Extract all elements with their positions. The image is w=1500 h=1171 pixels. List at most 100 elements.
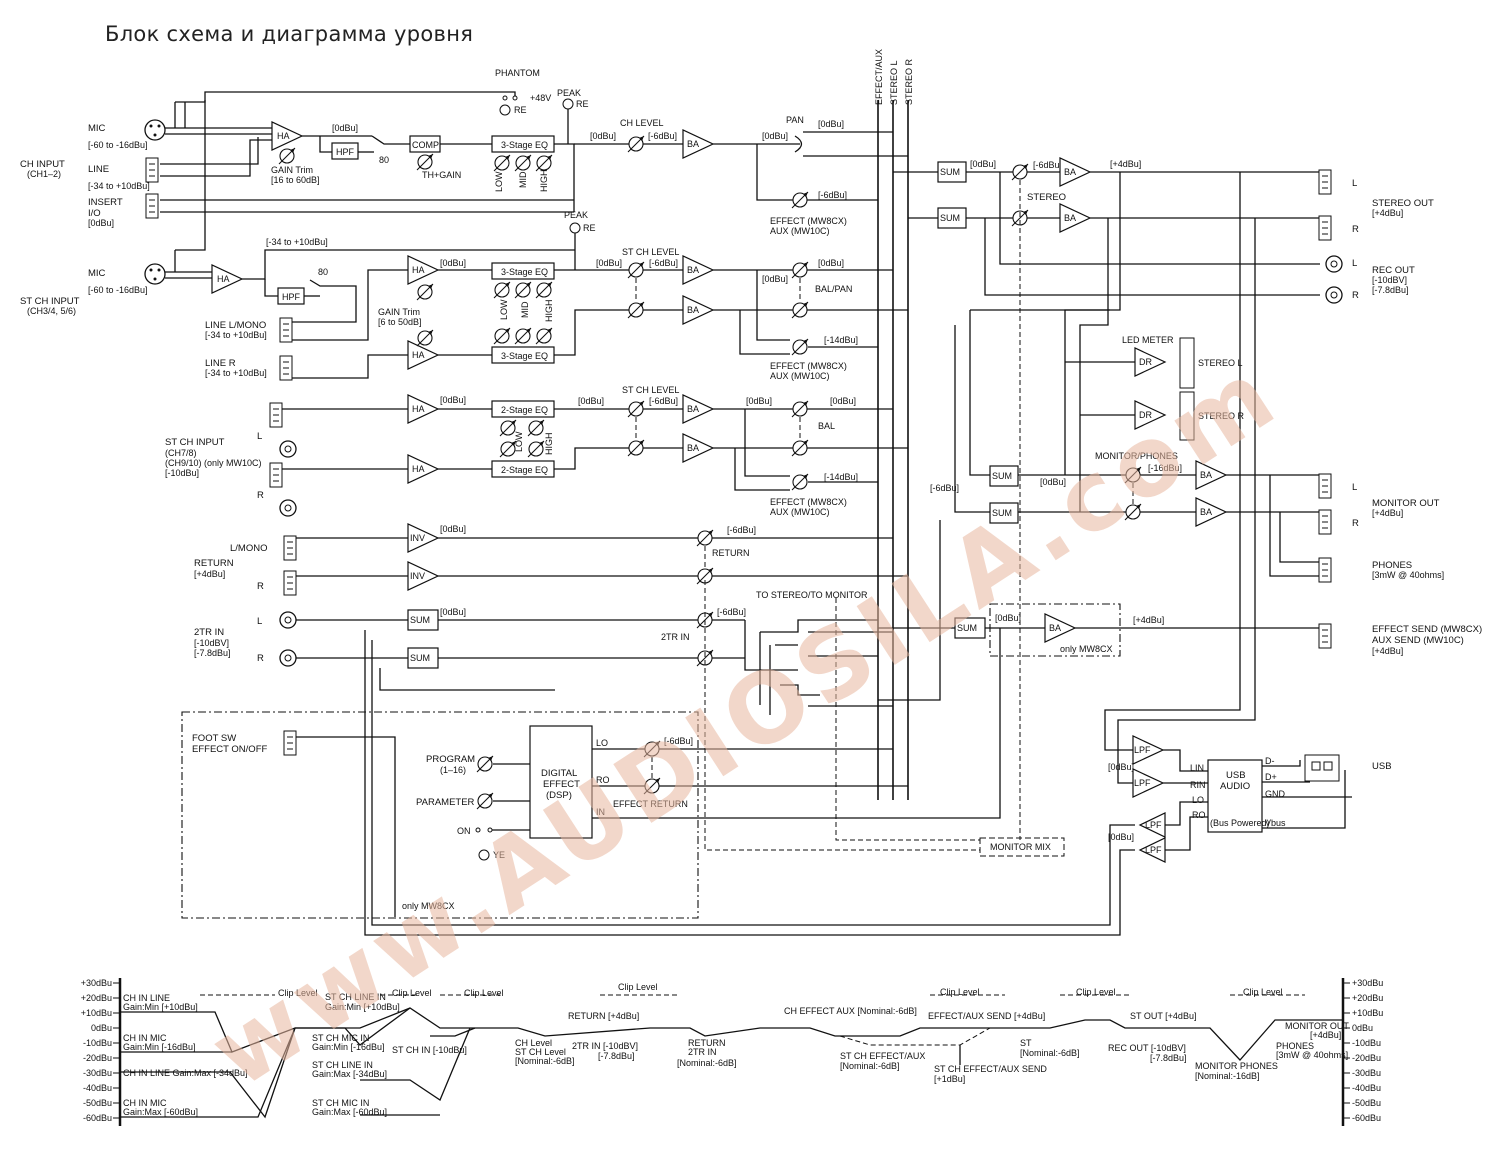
parameter-label: PARAMETER — [416, 797, 475, 808]
inv-label: INV — [410, 533, 425, 543]
peak-label: PEAK — [557, 88, 581, 98]
scale-label: -40dBu — [83, 1083, 112, 1093]
ld-label: Gain:Min [-16dBu] — [312, 1042, 385, 1052]
ld-label: [-7.8dBu] — [598, 1051, 635, 1061]
st-gain-knob-icon-2[interactable] — [416, 329, 434, 347]
program-knob-icon[interactable] — [476, 755, 494, 773]
hpf-label: HPF — [336, 147, 355, 157]
tr-l-label: L — [257, 616, 262, 627]
rec-out-r-rca-icon — [1325, 286, 1343, 304]
eq2-high-knob-icon[interactable] — [527, 419, 545, 437]
aux-mw10c-label: AUX (MW10C) — [770, 371, 830, 381]
stereo-knob-icon[interactable] — [1011, 163, 1029, 181]
eq-high-knob-icon[interactable] — [535, 154, 553, 172]
ld-label: 2TR IN — [688, 1047, 717, 1057]
eq-mid-knob-icon[interactable] — [514, 154, 532, 172]
st-gain-knob-icon[interactable] — [416, 283, 434, 301]
level-diagram: +30dBu+20dBu+10dBu0dBu-10dBu-20dBu-30dBu… — [81, 978, 1383, 1126]
st2-effect-knob-icon[interactable] — [791, 473, 809, 491]
st-level-knob-icon[interactable] — [627, 261, 645, 279]
level-tag: [0dBu] — [1040, 477, 1066, 487]
st-mic-range: [-60 to -16dBu] — [88, 285, 148, 295]
pan-label: PAN — [786, 115, 804, 125]
st-peak-led-icon — [569, 222, 581, 234]
bal-knob-icon[interactable] — [791, 400, 809, 418]
level-tag: [0dBu] — [440, 524, 466, 534]
stereo-out-r-jack-icon — [1318, 215, 1332, 241]
effect-mw8cx-label: EFFECT (MW8CX) — [770, 361, 847, 371]
level-tag: [+4dBu] — [1110, 159, 1141, 169]
ha-label: HA — [412, 404, 425, 414]
eq2-label: 2-Stage EQ — [501, 405, 548, 415]
bal-pan-knob-icon-2[interactable] — [791, 301, 809, 319]
effect-send-knob-icon[interactable] — [791, 191, 809, 209]
dsp-ro-label: RO — [596, 775, 610, 785]
ld-label: CH Level — [515, 1038, 552, 1048]
level-tag: [0dBu] — [1108, 762, 1134, 772]
st2-level-knob-icon-2[interactable] — [627, 439, 645, 457]
scale-label: +10dBu — [1352, 1008, 1383, 1018]
ld-label: [Nominal:-6dB] — [677, 1058, 737, 1068]
ha-label: HA — [412, 350, 425, 360]
monitor-phones-label: MONITOR/PHONES — [1095, 451, 1178, 461]
st-eq-mid-knob-icon[interactable] — [514, 281, 532, 299]
monitor-mix-label: MONITOR MIX — [990, 842, 1051, 852]
dsp-label-1: DIGITAL — [541, 768, 577, 779]
dsp-in-label: IN — [596, 807, 605, 817]
eq-low-label: LOW — [494, 171, 504, 192]
ld-label: [-7.8dBu] — [1150, 1053, 1187, 1063]
ld-clip-label: Clip Level — [464, 988, 504, 998]
st-eq-high-knob-icon[interactable] — [535, 281, 553, 299]
bus-lines: EFFECT/AUX STEREO L STEREO R — [874, 49, 914, 800]
stereo-out-lvl: [+4dBu] — [1372, 208, 1403, 218]
ld-label: REC OUT [-10dBV] — [1108, 1043, 1186, 1053]
to-stereo-monitor-label: TO STEREO/TO MONITOR — [756, 590, 868, 600]
ld-clip-label: Clip Level — [278, 988, 318, 998]
st-eq-low-knob-icon-2[interactable] — [493, 327, 511, 345]
st-eq-high-knob-icon-2[interactable] — [535, 327, 553, 345]
eq-low-knob-icon[interactable] — [493, 154, 511, 172]
phantom-led-icon — [499, 104, 511, 116]
parameter-knob-icon[interactable] — [476, 792, 494, 810]
bal-pan-knob-icon[interactable] — [791, 261, 809, 279]
eq-mid-label: MID — [518, 171, 528, 188]
ld-label: ST CH IN [-10dBu] — [392, 1045, 467, 1055]
level-tag: [0dBu] — [1108, 832, 1134, 842]
return-knob-icon[interactable] — [696, 529, 714, 547]
ld-label: CH IN LINE — [123, 993, 170, 1003]
level-tag: [0dBu] — [590, 131, 616, 141]
ch-level-knob-icon[interactable] — [627, 135, 645, 153]
bal-knob-icon-2[interactable] — [791, 439, 809, 457]
level-tag: [-14dBu] — [824, 335, 858, 345]
return-section: L/MONO RETURN [+4dBu] R INV INV [0dBu] [… — [194, 523, 908, 596]
usb-gnd-label: GND — [1265, 789, 1286, 799]
hpf-label: HPF — [282, 292, 301, 302]
ld-label: CH EFFECT AUX [Nominal:-6dB] — [784, 1006, 917, 1016]
st-level-knob-icon-2[interactable] — [627, 301, 645, 319]
hpf-freq-label: 80 — [379, 155, 389, 165]
comp-knob-icon[interactable] — [416, 153, 434, 171]
level-tag: [0dBu] — [440, 395, 466, 405]
eq2-high-knob-icon-2[interactable] — [527, 440, 545, 458]
only-mw8cx-label: only MW8CX — [1060, 644, 1113, 654]
line-lmono-range: [-34 to +10dBu] — [205, 330, 267, 340]
usb-vbus-label: Vbus — [1265, 818, 1286, 828]
effect-mw8cx-label: EFFECT (MW8CX) — [770, 216, 847, 226]
st-eq-low-knob-icon[interactable] — [493, 281, 511, 299]
effect-onoff-label: EFFECT ON/OFF — [192, 744, 267, 755]
lpf-label: LPF — [1145, 820, 1162, 830]
level-tag: [-6dBu] — [930, 483, 959, 493]
ld-label: ST CH Level — [515, 1047, 566, 1057]
phones-label: PHONES — [1372, 560, 1412, 571]
level-tag: [0dBu] — [970, 159, 996, 169]
peak-re-label: RE — [583, 223, 596, 233]
st-ch-input2-sub1: (CH7/8) — [165, 448, 197, 458]
st2-level-knob-icon[interactable] — [627, 400, 645, 418]
line-range: [-34 to +10dBu] — [88, 181, 150, 191]
ha-label: HA — [412, 265, 425, 275]
level-tag: [-16dBu] — [1148, 463, 1182, 473]
scale-label: +30dBu — [81, 978, 112, 988]
gain-trim-knob-icon[interactable] — [278, 147, 296, 165]
st-effect-knob-icon[interactable] — [791, 338, 809, 356]
st-eq-mid-knob-icon-2[interactable] — [514, 327, 532, 345]
